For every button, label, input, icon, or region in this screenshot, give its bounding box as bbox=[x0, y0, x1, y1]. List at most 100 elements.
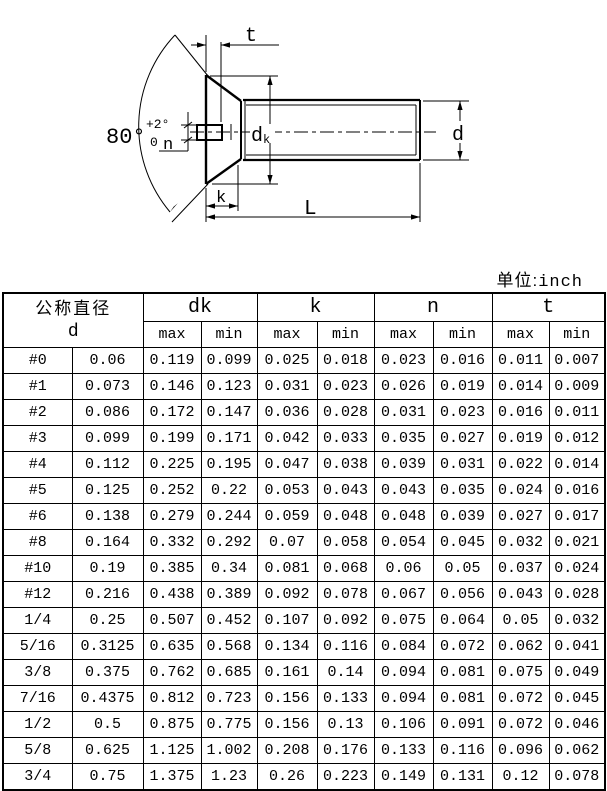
value-cell: 0.146 bbox=[142, 373, 202, 400]
value-cell: 0.043 bbox=[316, 477, 375, 504]
value-cell: 0.068 bbox=[316, 555, 375, 582]
value-cell: 0.116 bbox=[316, 633, 375, 660]
header-k-max: max bbox=[256, 320, 318, 348]
value-cell: 0.075 bbox=[491, 659, 550, 686]
value-cell: 0.723 bbox=[200, 685, 258, 712]
unit-label-prefix: 单位: bbox=[496, 271, 539, 290]
angle-line-upper bbox=[174, 34, 209, 77]
value-cell: 0.078 bbox=[548, 763, 606, 791]
size-cell: #2 bbox=[2, 399, 73, 426]
value-cell: 1.125 bbox=[142, 737, 202, 764]
value-cell: 0.035 bbox=[432, 477, 493, 504]
value-cell: 0.048 bbox=[316, 503, 375, 530]
value-cell: 0.028 bbox=[316, 399, 375, 426]
screw-diagram-svg: 80° +2° 0 t bbox=[106, 25, 469, 223]
header-group-k: k bbox=[256, 292, 375, 322]
value-cell: 0.812 bbox=[142, 685, 202, 712]
value-cell: 0.024 bbox=[491, 477, 550, 504]
size-cell: #6 bbox=[2, 503, 73, 530]
size-cell: #8 bbox=[2, 529, 73, 556]
value-cell: 0.059 bbox=[256, 503, 318, 530]
diameter-cell: 0.4375 bbox=[71, 685, 144, 712]
diameter-cell: 0.25 bbox=[71, 607, 144, 634]
value-cell: 0.279 bbox=[142, 503, 202, 530]
header-t-min: min bbox=[548, 320, 606, 348]
dk-label-mask bbox=[250, 124, 275, 143]
value-cell: 0.332 bbox=[142, 529, 202, 556]
diameter-cell: 0.164 bbox=[71, 529, 144, 556]
diameter-cell: 0.75 bbox=[71, 763, 144, 791]
value-cell: 0.106 bbox=[373, 711, 434, 738]
value-cell: 0.028 bbox=[548, 581, 606, 608]
value-cell: 0.049 bbox=[548, 659, 606, 686]
value-cell: 0.027 bbox=[491, 503, 550, 530]
value-cell: 0.032 bbox=[548, 607, 606, 634]
value-cell: 0.078 bbox=[316, 581, 375, 608]
size-cell: #12 bbox=[2, 581, 73, 608]
value-cell: 0.149 bbox=[373, 763, 434, 791]
unit-label: 单位:inch bbox=[496, 266, 583, 292]
size-cell: 3/8 bbox=[2, 659, 73, 686]
value-cell: 0.041 bbox=[548, 633, 606, 660]
size-cell: #0 bbox=[2, 347, 73, 374]
value-cell: 0.023 bbox=[316, 373, 375, 400]
value-cell: 0.208 bbox=[256, 737, 318, 764]
size-cell: 5/8 bbox=[2, 737, 73, 764]
value-cell: 0.133 bbox=[373, 737, 434, 764]
diameter-cell: 0.19 bbox=[71, 555, 144, 582]
value-cell: 0.023 bbox=[432, 399, 493, 426]
value-cell: 0.062 bbox=[491, 633, 550, 660]
angle-arc bbox=[138, 34, 176, 213]
header-dk-min: min bbox=[200, 320, 258, 348]
d-label-mask bbox=[451, 121, 469, 143]
value-cell: 0.119 bbox=[142, 347, 202, 374]
size-cell: #5 bbox=[2, 477, 73, 504]
diameter-cell: 0.06 bbox=[71, 347, 144, 374]
d-label: d bbox=[452, 124, 464, 147]
diameter-cell: 0.375 bbox=[71, 659, 144, 686]
screw-technical-drawing: 80° +2° 0 t bbox=[0, 0, 607, 262]
value-cell: 0.091 bbox=[432, 711, 493, 738]
value-cell: 0.199 bbox=[142, 425, 202, 452]
header-n-max: max bbox=[373, 320, 434, 348]
header-dk-max: max bbox=[142, 320, 202, 348]
value-cell: 0.058 bbox=[316, 529, 375, 556]
header-row-maxmin: max min max min max min max min bbox=[3, 320, 606, 348]
angle-label: 80° bbox=[106, 125, 146, 150]
diameter-cell: 0.125 bbox=[71, 477, 144, 504]
value-cell: 0.054 bbox=[373, 529, 434, 556]
value-cell: 0.161 bbox=[256, 659, 318, 686]
value-cell: 0.072 bbox=[491, 711, 550, 738]
value-cell: 0.007 bbox=[548, 347, 606, 374]
header-nominal-diameter: 公称直径 d bbox=[2, 292, 144, 348]
value-cell: 0.385 bbox=[142, 555, 202, 582]
header-group-n: n bbox=[373, 292, 493, 322]
value-cell: 0.084 bbox=[373, 633, 434, 660]
value-cell: 0.025 bbox=[256, 347, 318, 374]
k-label: k bbox=[216, 189, 226, 208]
value-cell: 0.017 bbox=[548, 503, 606, 530]
size-cell: #4 bbox=[2, 451, 73, 478]
value-cell: 0.452 bbox=[200, 607, 258, 634]
value-cell: 0.067 bbox=[373, 581, 434, 608]
value-cell: 0.156 bbox=[256, 685, 318, 712]
size-cell: 3/4 bbox=[2, 763, 73, 791]
value-cell: 0.031 bbox=[432, 451, 493, 478]
value-cell: 0.032 bbox=[491, 529, 550, 556]
diameter-cell: 0.138 bbox=[71, 503, 144, 530]
value-cell: 0.023 bbox=[373, 347, 434, 374]
value-cell: 0.438 bbox=[142, 581, 202, 608]
value-cell: 0.092 bbox=[316, 607, 375, 634]
value-cell: 0.011 bbox=[548, 399, 606, 426]
